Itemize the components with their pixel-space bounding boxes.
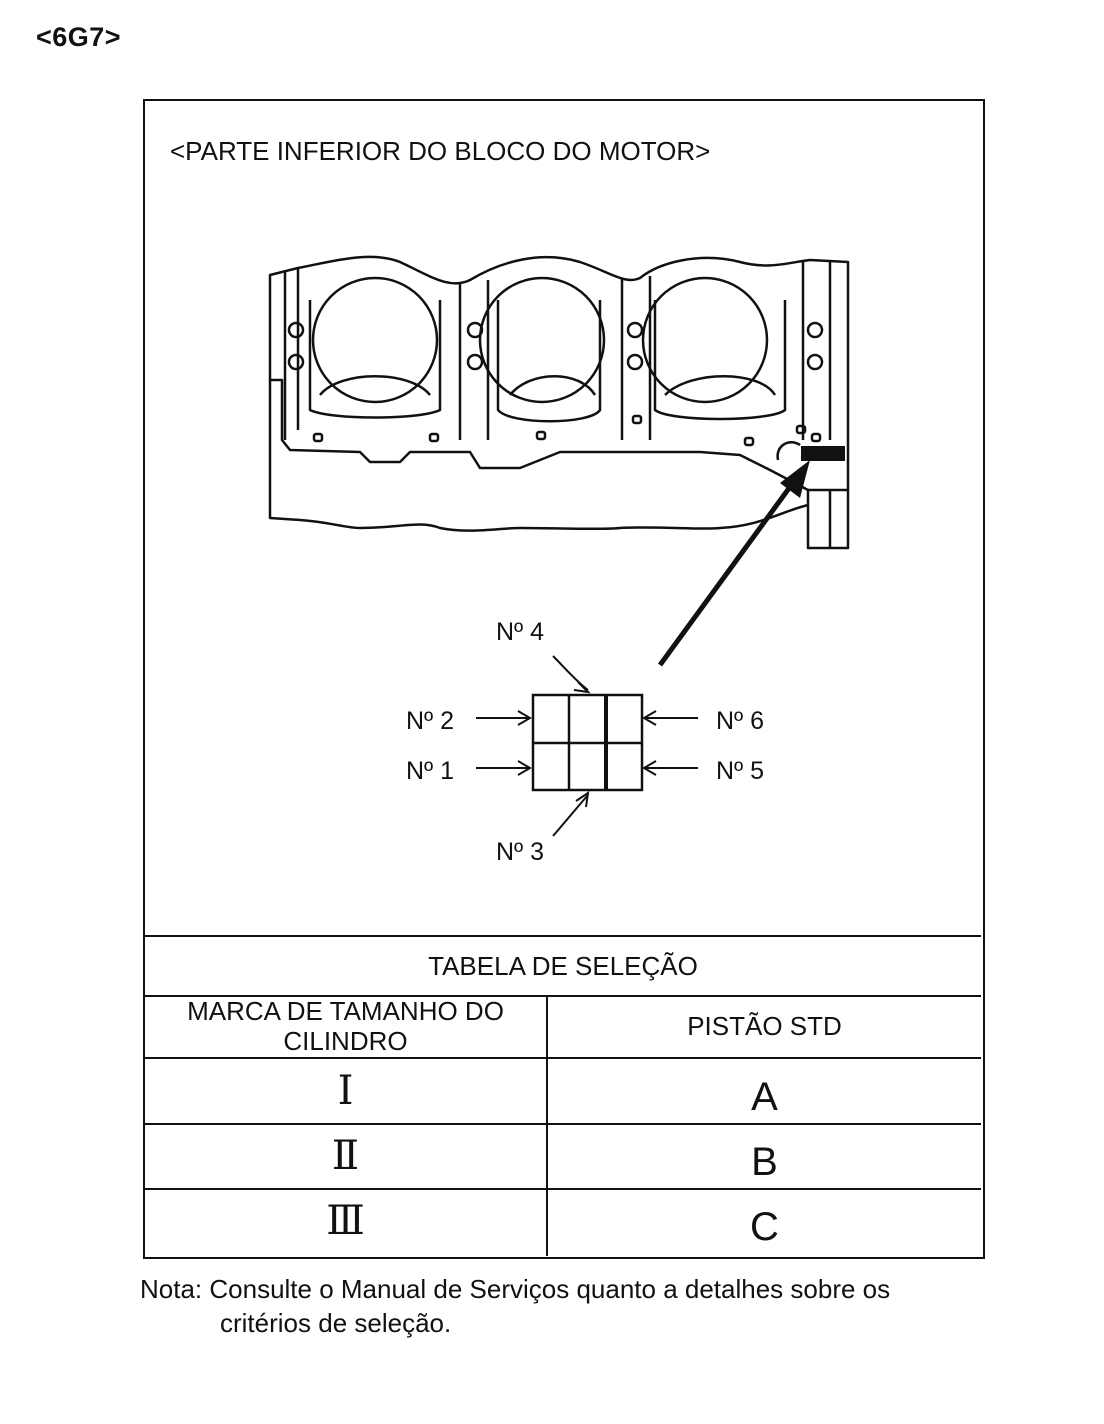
note-line-1: Nota: Consulte o Manual de Serviços quan…: [140, 1274, 891, 1304]
table-title: TABELA DE SELEÇÃO: [145, 935, 981, 997]
table-divider: [145, 1057, 981, 1059]
label-cyl-6: Nº 6: [716, 707, 765, 735]
cell-mark-1: Ⅰ: [337, 1068, 354, 1114]
cell-mark-3: Ⅲ: [326, 1198, 365, 1244]
cell-piston-1: A: [751, 1074, 778, 1119]
cylinder-bore: [478, 276, 606, 404]
size-mark-location: [801, 446, 845, 461]
note: Nota: Consulte o Manual de Serviços quan…: [140, 1272, 1000, 1340]
table-column-divider: [546, 995, 548, 1256]
figure-title: <PARTE INFERIOR DO BLOCO DO MOTOR>: [170, 136, 711, 166]
note-line-2: critérios de seleção.: [220, 1308, 452, 1338]
label-cyl-4: Nº 4: [496, 618, 545, 646]
header-cylinder-size-mark: MARCA DE TAMANHO DO CILINDRO: [187, 996, 504, 1056]
engine-block-outline: [268, 255, 850, 550]
cell-mark-2: Ⅱ: [331, 1133, 360, 1179]
model-code: <6G7>: [36, 22, 122, 52]
figure-frame: [143, 99, 985, 1259]
header-std-piston: PISTÃO STD: [687, 1011, 842, 1041]
table-divider: [145, 1123, 981, 1125]
cylinder-bore: [311, 276, 439, 404]
cylinder-bore: [641, 276, 769, 404]
table-divider: [145, 1188, 981, 1190]
stamp-grid: [531, 693, 644, 792]
label-cyl-3: Nº 3: [496, 838, 545, 866]
label-cyl-5: Nº 5: [716, 757, 765, 785]
engine-block-diagram: [268, 255, 850, 837]
cell-piston-2: B: [751, 1139, 778, 1184]
pointer-arrow: [657, 478, 798, 667]
cell-piston-3: C: [750, 1204, 779, 1249]
label-cyl-2: Nº 2: [406, 707, 455, 735]
label-cyl-1: Nº 1: [406, 757, 455, 785]
